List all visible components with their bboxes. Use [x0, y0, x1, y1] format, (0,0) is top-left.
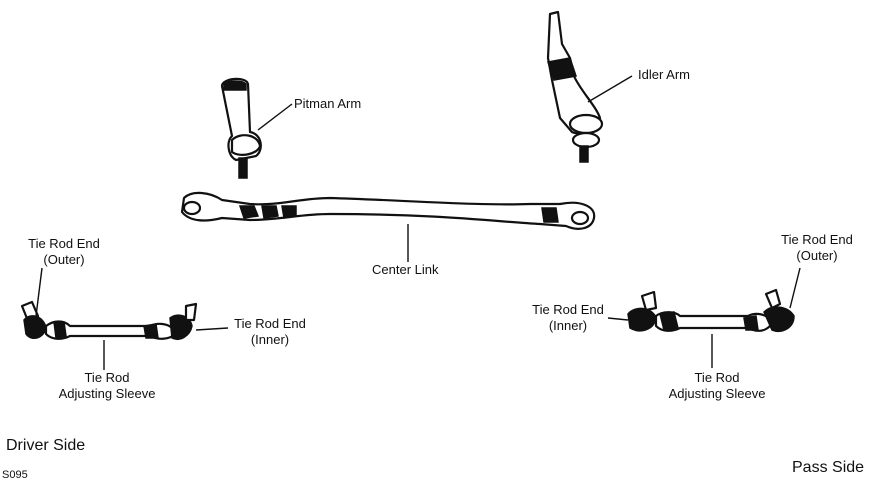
tie-rod-end-outer-right-line2: (Outer) [796, 248, 838, 263]
tie-rod-end-outer-right-label: Tie Rod End (Outer) [776, 232, 858, 264]
idler-arm-label: Idler Arm [638, 67, 691, 82]
tie-rod-right-label: Tie Rod Adjusting Sleeve [660, 370, 774, 402]
tie-rod-end-inner-right-line1: Tie Rod End [532, 302, 604, 317]
figure-code-label: S095 [2, 469, 28, 481]
pitman-arm-part [220, 77, 293, 179]
tie-rod-end-outer-left-line1: Tie Rod End [28, 236, 100, 251]
tie-rod-left-label: Tie Rod Adjusting Sleeve [50, 370, 164, 402]
tie-rod-end-outer-right-line1: Tie Rod End [781, 232, 853, 247]
tie-rod-right-line2: Adjusting Sleeve [668, 386, 766, 401]
center-link-label: Center Link [372, 262, 439, 277]
tie-rod-right-line1: Tie Rod [694, 370, 740, 385]
idler-arm-part [546, 10, 633, 163]
pass-side-label: Pass Side [792, 459, 865, 476]
pitman-arm-label: Pitman Arm [294, 96, 362, 111]
tie-rod-end-inner-left-line2: (Inner) [250, 332, 290, 347]
left-tie-rod-assembly [20, 267, 229, 370]
driver-side-label: Driver Side [6, 437, 86, 454]
tie-rod-end-inner-left-label: Tie Rod End (Inner) [230, 316, 310, 348]
tie-rod-end-outer-left-line2: (Outer) [43, 252, 85, 267]
tie-rod-end-inner-right-line2: (Inner) [548, 318, 588, 333]
center-link-part [180, 191, 596, 262]
tie-rod-left-line2: Adjusting Sleeve [58, 386, 156, 401]
tie-rod-end-outer-left-label: Tie Rod End (Outer) [22, 236, 106, 268]
tie-rod-end-inner-left-line1: Tie Rod End [234, 316, 306, 331]
right-tie-rod-assembly [607, 267, 801, 368]
tie-rod-left-line1: Tie Rod [84, 370, 130, 385]
tie-rod-end-inner-right-label: Tie Rod End (Inner) [528, 302, 608, 334]
